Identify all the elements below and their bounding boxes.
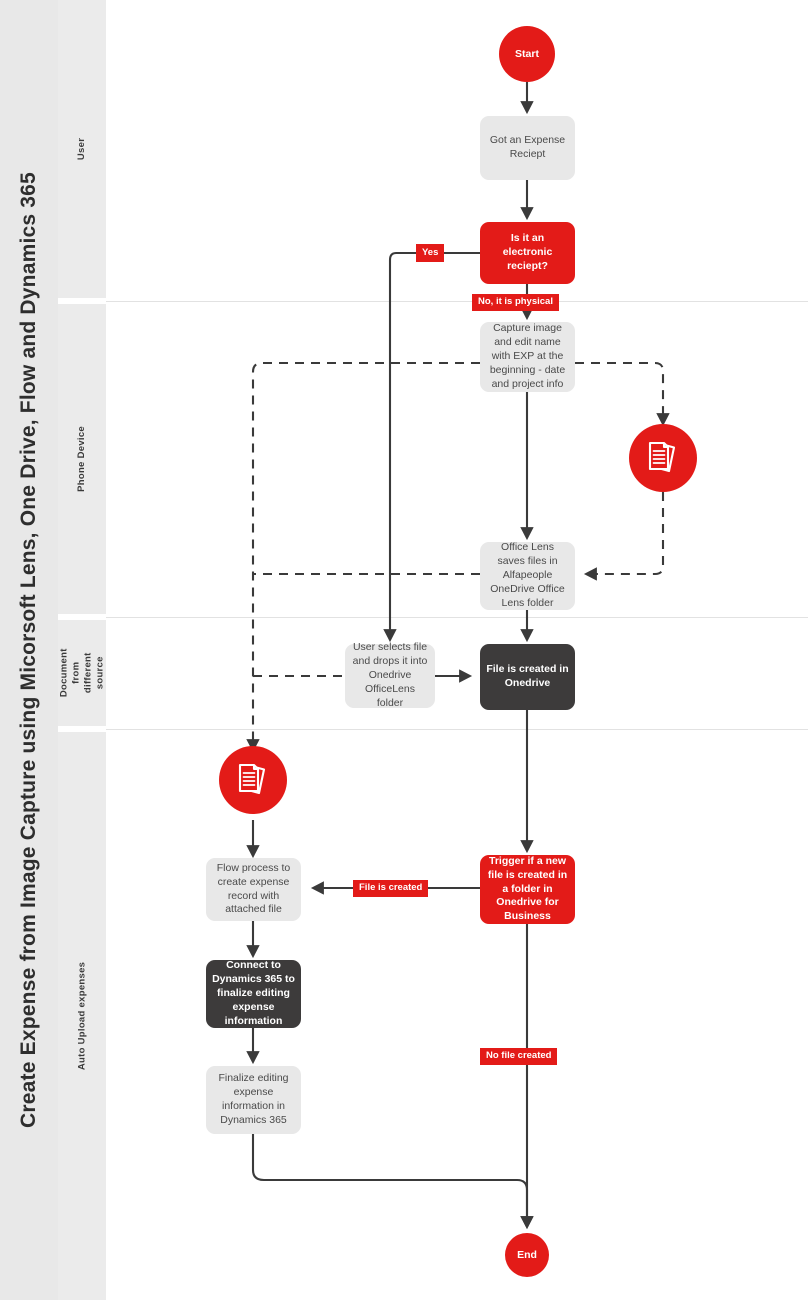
documents-icon-auto-glyph [238,763,266,795]
node-finalize-editing[interactable]: Finalize editing expense information in … [206,1066,301,1134]
swimlane-divider-2 [106,617,808,618]
node-office-lens-saves-label: Office Lens saves files in Alfapeople On… [490,541,565,609]
edge-label-file-is-created-text: File is created [359,882,423,894]
node-end[interactable]: End [505,1233,549,1277]
swimlane-label-document-source: Document from different source [58,620,106,726]
node-is-electronic-receipt[interactable]: Is it an electronic reciept? [480,222,575,284]
node-capture-image-label: Capture image and edit name with EXP at … [489,322,566,390]
swimlane-divider-3 [106,729,808,730]
node-capture-image[interactable]: Capture image and edit name with EXP at … [480,322,575,392]
node-got-expense-receipt[interactable]: Got an Expense Reciept [480,116,575,180]
documents-icon-phone-glyph [648,441,676,473]
documents-icon-phone [629,424,697,492]
node-trigger-new-file-label: Trigger if a new file is created in a fo… [487,854,568,923]
swimlane-label-phone-device: Phone Device [58,304,106,614]
edge-label-no-it-is-physical-text: No, it is physical [478,296,553,308]
node-finalize-editing-label: Finalize editing expense information in … [218,1072,289,1126]
node-connect-dynamics365[interactable]: Connect to Dynamics 365 to finalize edit… [206,959,301,1028]
node-got-expense-receipt-label: Got an Expense Reciept [489,134,566,160]
node-start-label: Start [515,48,539,60]
node-user-selects-file[interactable]: User selects file and drops it into Oned… [345,641,435,709]
edge-label-no-it-is-physical: No, it is physical [472,294,559,311]
node-file-created-onedrive[interactable]: File is created in Onedrive [480,644,575,710]
node-start[interactable]: Start [499,26,555,82]
node-trigger-new-file[interactable]: Trigger if a new file is created in a fo… [480,855,575,924]
diagram-title-band: Create Expense from Image Capture using … [0,0,58,1300]
node-flow-process-label: Flow process to create expense record wi… [216,861,291,916]
edge-label-file-is-created: File is created [353,880,429,897]
swimlane-label-auto-upload: Auto Upload expenses [58,732,106,1300]
edge-label-yes: Yes [416,244,445,262]
node-flow-process[interactable]: Flow process to create expense record wi… [206,858,301,921]
node-office-lens-saves[interactable]: Office Lens saves files in Alfapeople On… [480,541,575,610]
documents-icon-auto [219,746,287,814]
node-is-electronic-receipt-label: Is it an electronic reciept? [502,232,553,272]
edge-label-no-file-created: No file created [480,1048,558,1065]
edge-label-no-file-created-text: No file created [486,1050,552,1062]
node-connect-dynamics365-label: Connect to Dynamics 365 to finalize edit… [212,959,295,1027]
swimlane-divider-1 [106,301,808,302]
swimlane-label-user: User [58,0,106,298]
node-user-selects-file-label: User selects file and drops it into Oned… [352,641,428,709]
node-file-created-onedrive-label: File is created in Onedrive [486,663,569,689]
edge-label-yes-text: Yes [422,246,439,258]
node-end-label: End [517,1249,537,1261]
